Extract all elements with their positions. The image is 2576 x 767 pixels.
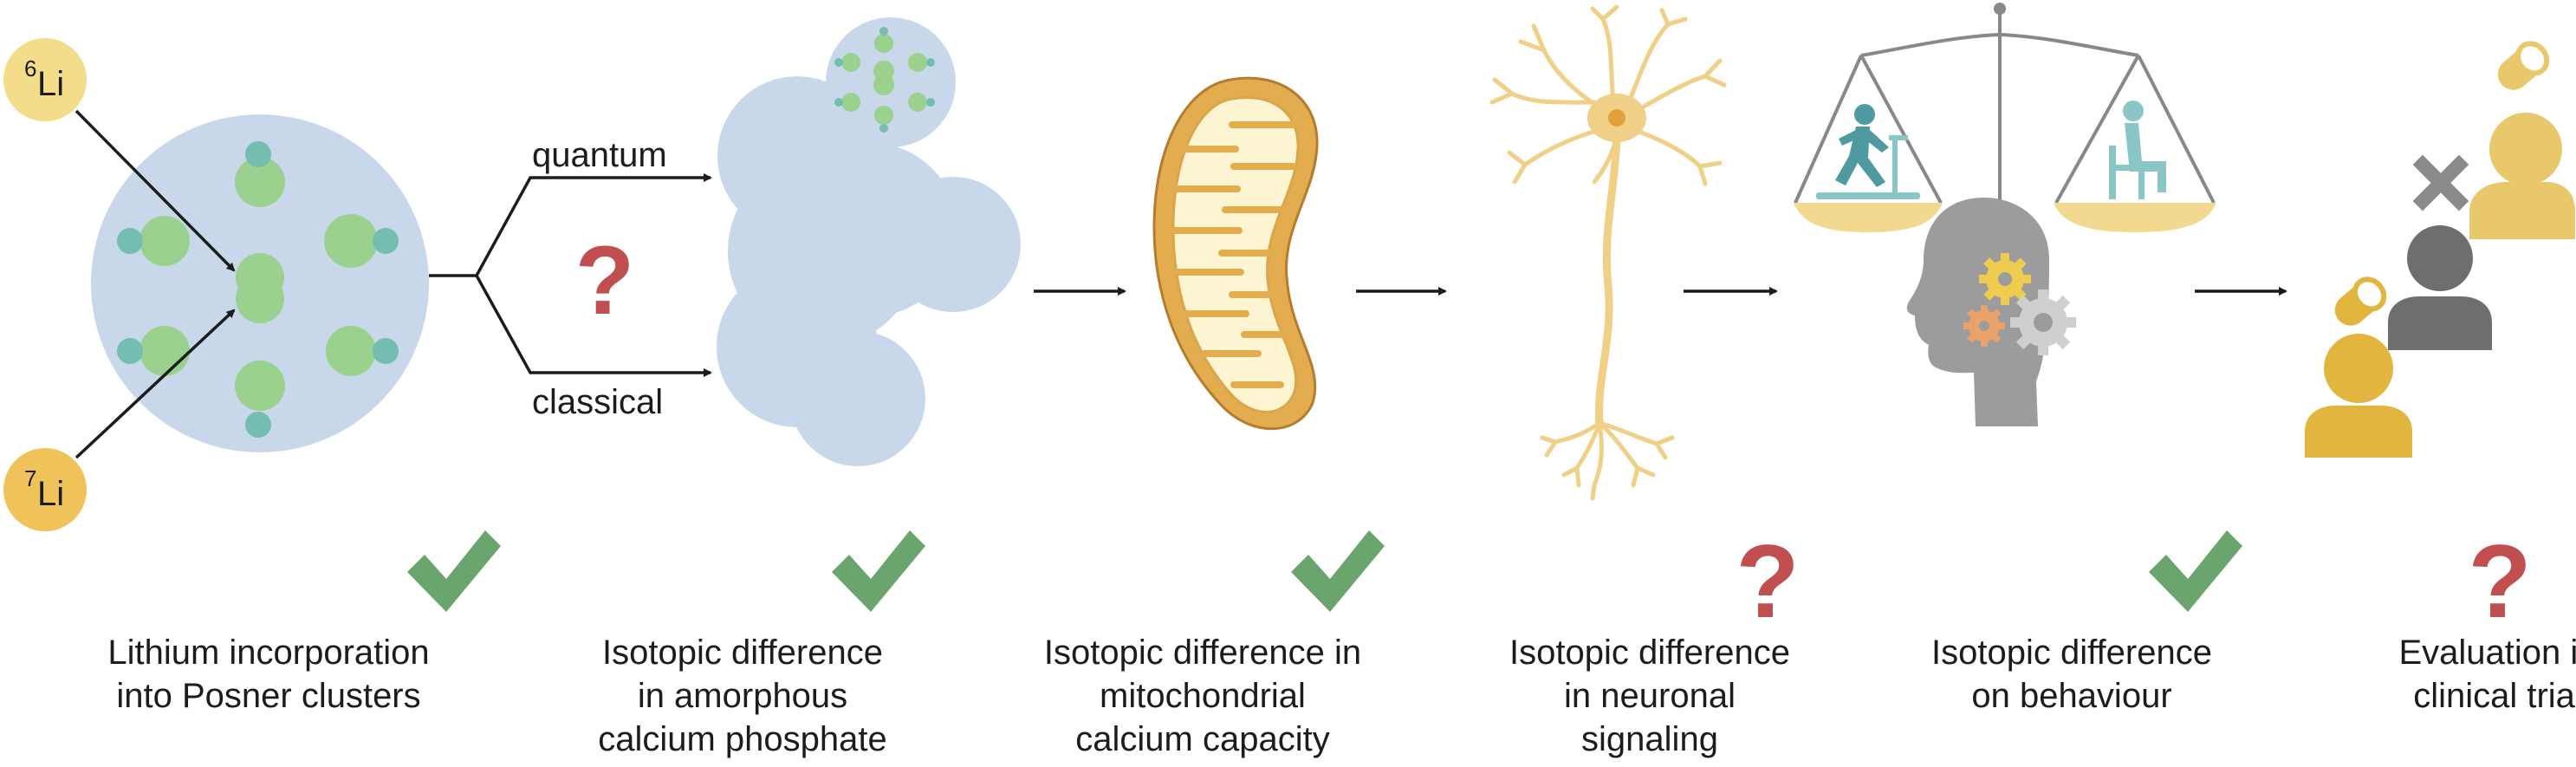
- person-icon-gold-front: [2305, 334, 2412, 458]
- posner-cluster-inset: [834, 27, 935, 133]
- mitochondrial-cristae: [1171, 121, 1296, 388]
- seated-person-icon: [2109, 101, 2166, 199]
- stage-1-label: Lithium incorporation into Posner cluster…: [61, 631, 477, 718]
- branch-label-classical: classical: [532, 383, 663, 421]
- stage-6-label-line: clinical trial: [2413, 677, 2576, 715]
- stage-6-label: Evaluation in clinical trial: [2290, 631, 2576, 718]
- treadmill-runner-icon: [1816, 104, 1920, 199]
- gear-icon: [1979, 253, 2031, 305]
- behaviour-illustration: [1794, 3, 2216, 426]
- placebo-x-icon: [2412, 154, 2469, 211]
- stage-1-check-icon: [407, 530, 501, 612]
- stage-6-label-line: Evaluation in: [2398, 634, 2576, 672]
- amorphous-calcium-phosphate-illustration: [717, 17, 1021, 466]
- stage-4-label-line: in neuronal: [1564, 677, 1736, 715]
- lithium-6-mass-number: 6: [24, 55, 36, 81]
- branch-question-mark: ?: [575, 226, 634, 335]
- lithium-6-symbol: Li: [37, 65, 64, 103]
- neuron-dendrites: [1489, 4, 1727, 186]
- stage-5-label-line: on behaviour: [1971, 677, 2172, 715]
- stage-2-check-icon: [832, 530, 925, 612]
- stage-2-label: Isotopic difference in amorphous calcium p…: [535, 631, 951, 761]
- stage-4-label: Isotopic difference in neuronal signaling: [1442, 631, 1858, 761]
- stage-5-label: Isotopic difference on behaviour: [1864, 631, 2280, 718]
- quantum-classical-branch: quantum classical ?: [429, 136, 712, 421]
- posner-cluster-illustration: [91, 114, 429, 452]
- stage-1-label-line: into Posner clusters: [116, 677, 421, 715]
- stage-4-label-line: signaling: [1581, 720, 1718, 758]
- neuron-axon: [1594, 136, 1621, 429]
- stage-5-check-icon: [2149, 530, 2242, 612]
- mitochondrion-illustration: [1152, 76, 1319, 431]
- phosphate-group: [140, 157, 378, 411]
- lithium-6-arrow: [75, 109, 236, 272]
- stage-status-marks: ??: [407, 523, 2532, 640]
- head-with-gears-icon: [1906, 198, 2076, 426]
- branch-label-quantum: quantum: [532, 136, 667, 174]
- stage-3-label-line: Isotopic difference in: [1043, 634, 1362, 672]
- clinical-trial-illustration: [2305, 41, 2575, 458]
- person-icon-gray: [2388, 225, 2492, 350]
- lithium-7-mass-number: 7: [24, 465, 36, 491]
- lithium-7-ion: 7 Li: [3, 448, 87, 531]
- stage-3-check-icon: [1291, 530, 1385, 612]
- stage-4-label-line: Isotopic difference: [1509, 634, 1790, 672]
- neuron-illustration: [1489, 4, 1727, 501]
- stage-3-label: Isotopic difference in mitochondrial calci…: [995, 631, 1411, 761]
- lithium-6-ion: 6 Li: [3, 38, 87, 121]
- stage-5-label-line: Isotopic difference: [1931, 634, 2212, 672]
- pill-icon: [2497, 41, 2550, 90]
- person-icon-gold-back: [2469, 113, 2575, 239]
- stage-6-question-mark: ?: [2468, 523, 2531, 640]
- lithium-7-arrow: [75, 309, 236, 459]
- left-scale-pan: [1794, 203, 1943, 232]
- stage-1-label-line: Lithium incorporation: [107, 634, 430, 672]
- stage-2-label-line: calcium phosphate: [598, 720, 887, 758]
- right-scale-pan: [2054, 203, 2216, 232]
- neuron-nucleus: [1608, 109, 1625, 127]
- stage-2-label-line: Isotopic difference: [602, 634, 883, 672]
- gear-icon-orange: [1963, 305, 2005, 347]
- calcium-ions: [117, 141, 399, 438]
- stage-3-label-line: mitochondrial: [1100, 677, 1306, 715]
- axon-terminals: [1540, 420, 1675, 501]
- pill-icon-front: [2334, 276, 2387, 326]
- stage-4-question-mark: ?: [1736, 523, 1799, 640]
- stage-2-label-line: in amorphous: [637, 677, 848, 715]
- stage-3-label-line: calcium capacity: [1075, 720, 1330, 758]
- gear-icon-light: [2010, 289, 2076, 355]
- lithium-7-symbol: Li: [37, 475, 64, 513]
